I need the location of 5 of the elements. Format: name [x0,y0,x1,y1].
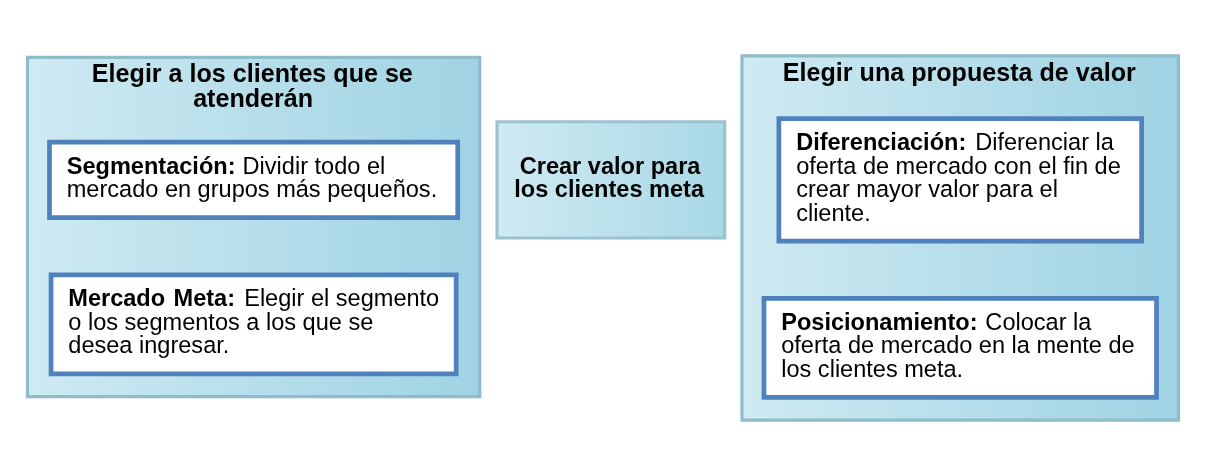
node-box: Segmentación: Dividir todo el mercado en grupos más pequeños. [47,139,461,220]
node-box: Crear valor para los clientes meta [495,119,727,240]
node-box: Diferenciación: Diferenciar la oferta de mercado con el fin de crear mayor valor para el cliente. [776,115,1144,243]
node-box: Posicionamiento: Colocar la oferta de mercado en la mente de los clientes meta. [761,295,1159,400]
node-box: Mercado Meta: Elegir el segmento o los segmentos a los que se desea ingresar. [48,272,459,376]
